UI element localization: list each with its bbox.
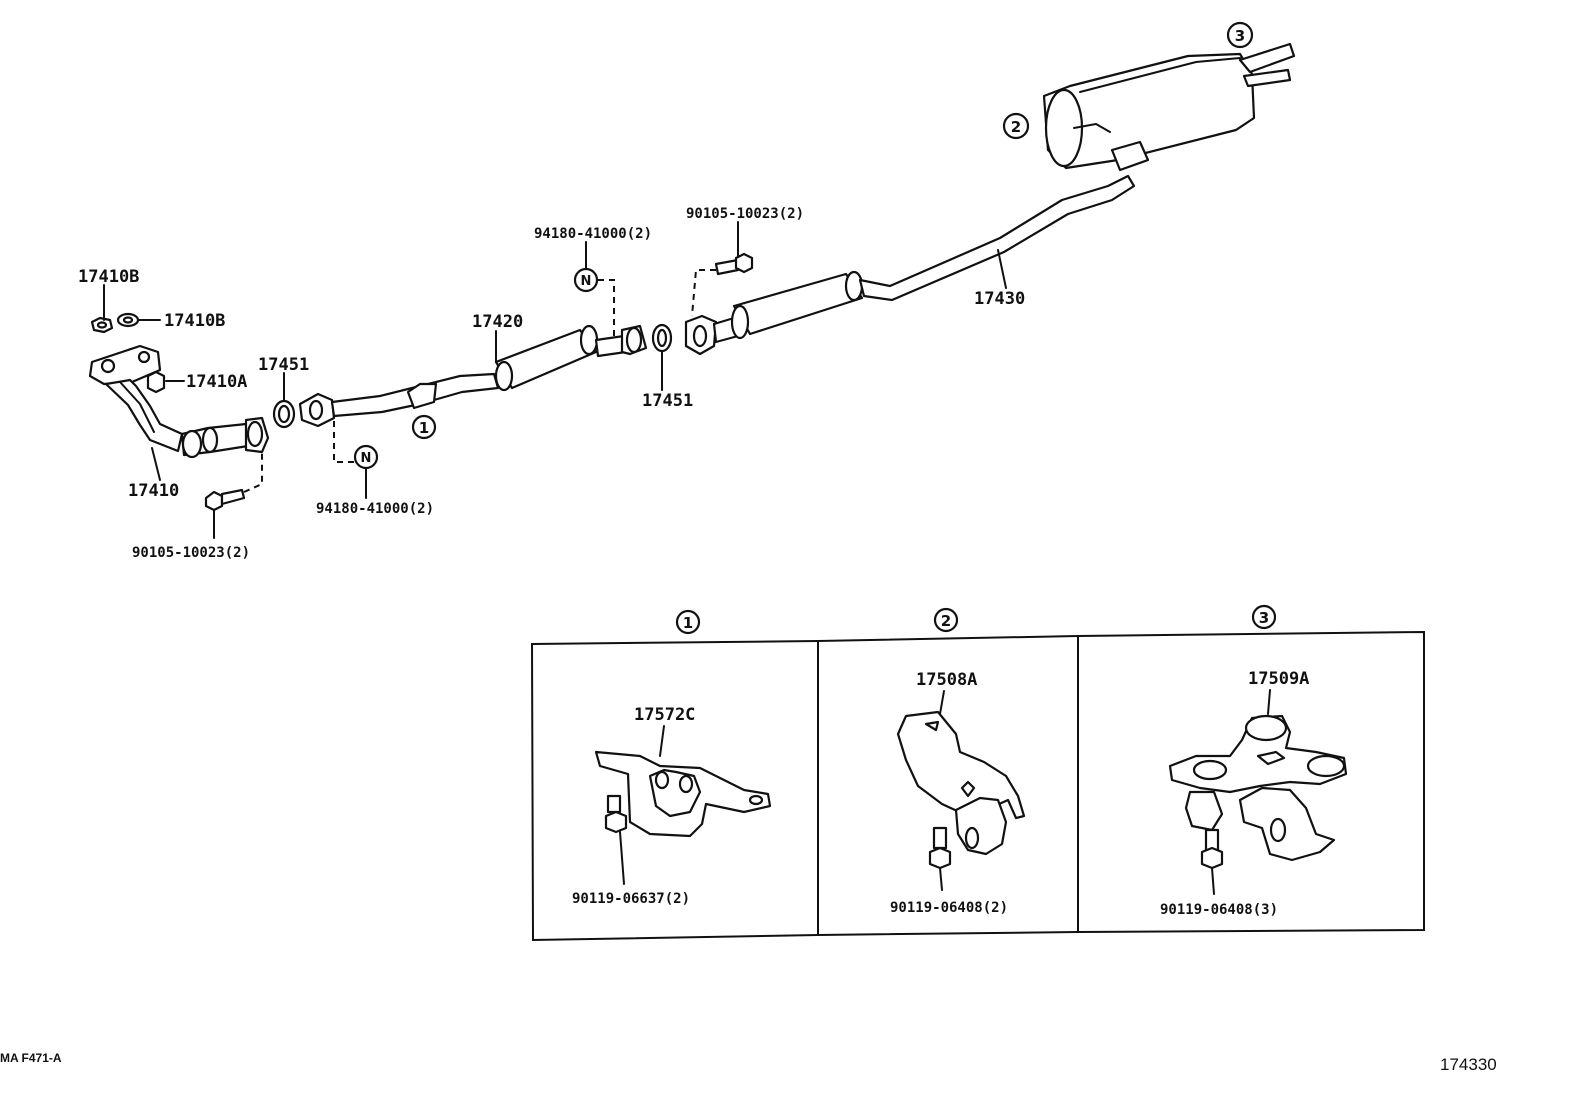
callout-2-main-number: 2: [1011, 118, 1021, 136]
washer-17410B: [116, 312, 140, 328]
label-17420: 17420: [472, 312, 523, 332]
panel-3-callout-number: 3: [1259, 609, 1269, 627]
detail-panel-3: 3 17509A 90119-06408(3): [1160, 604, 1348, 918]
label-17410: 17410: [128, 481, 179, 501]
gasket-17410A: [146, 370, 166, 394]
label-17451-left: 17451: [258, 355, 309, 375]
center-pipe-17420: [298, 324, 648, 428]
callout-3-main: 3: [1226, 21, 1254, 49]
hanger-bracket-17508A: [896, 710, 1026, 856]
label-90105-left: 90105-10023(2): [132, 545, 250, 561]
callout-1-main: 1: [411, 414, 437, 440]
callout-3-main-number: 3: [1235, 27, 1245, 45]
panel-3-callout: 3: [1251, 604, 1277, 630]
detail-panel-1: 1 17572C 90119-06637(2): [572, 609, 772, 907]
callout-1-main-number: 1: [419, 419, 429, 437]
panel-2-callout-number: 2: [941, 612, 951, 630]
nut-letter-upper: N: [581, 274, 592, 289]
panel-2-part-label: 17508A: [916, 670, 977, 690]
bolt-90105-right: [714, 252, 754, 276]
tail-pipe-17430: [684, 42, 1296, 356]
panel-1-part-label: 17572C: [634, 705, 695, 725]
label-17410A: 17410A: [186, 372, 247, 392]
footer-left-code: MA F471-A: [0, 1051, 62, 1065]
panel-3-bolt-label: 90119-06408(3): [1160, 902, 1278, 918]
gasket-17451-right: [651, 323, 673, 353]
label-94180-upper: 94180-41000(2): [534, 226, 652, 242]
panel-1-callout-number: 1: [683, 614, 693, 632]
bolt-90105-left: [204, 488, 246, 512]
bolt-90119-06637: [604, 794, 628, 834]
bolt-90119-06408-b: [1200, 828, 1224, 870]
label-17451-right: 17451: [642, 391, 693, 411]
hanger-bracket-17572C: [594, 750, 772, 838]
leader-lines: [103, 221, 1007, 539]
callout-2-main: 2: [1002, 112, 1030, 140]
label-94180-lower: 94180-41000(2): [316, 501, 434, 517]
label-17410B-right: 17410B: [164, 311, 225, 331]
panel-1-bolt-label: 90119-06637(2): [572, 891, 690, 907]
nut-callout-lower: N: [353, 444, 379, 470]
panel-3-part-label: 17509A: [1248, 669, 1309, 689]
nut-letter-lower: N: [361, 451, 372, 466]
front-exhaust-pipe-17410: [88, 344, 270, 459]
label-17430: 17430: [974, 289, 1025, 309]
detail-panels: [530, 630, 1425, 942]
gasket-17451-left: [272, 399, 296, 429]
bolt-90119-06408-a: [928, 826, 952, 870]
label-17410B-top: 17410B: [78, 267, 139, 287]
footer-right-code: 174330: [1440, 1055, 1497, 1074]
nut-17410B: [90, 316, 114, 334]
label-90105-right: 90105-10023(2): [686, 206, 804, 222]
detail-panel-2: 2 17508A 90119-06408(2): [890, 607, 1026, 916]
hanger-bracket-17509A: [1168, 714, 1348, 862]
nut-callout-upper: N: [573, 267, 599, 293]
panel-1-callout: 1: [675, 609, 701, 635]
panel-2-callout: 2: [933, 607, 959, 633]
panel-2-bolt-label: 90119-06408(2): [890, 900, 1008, 916]
